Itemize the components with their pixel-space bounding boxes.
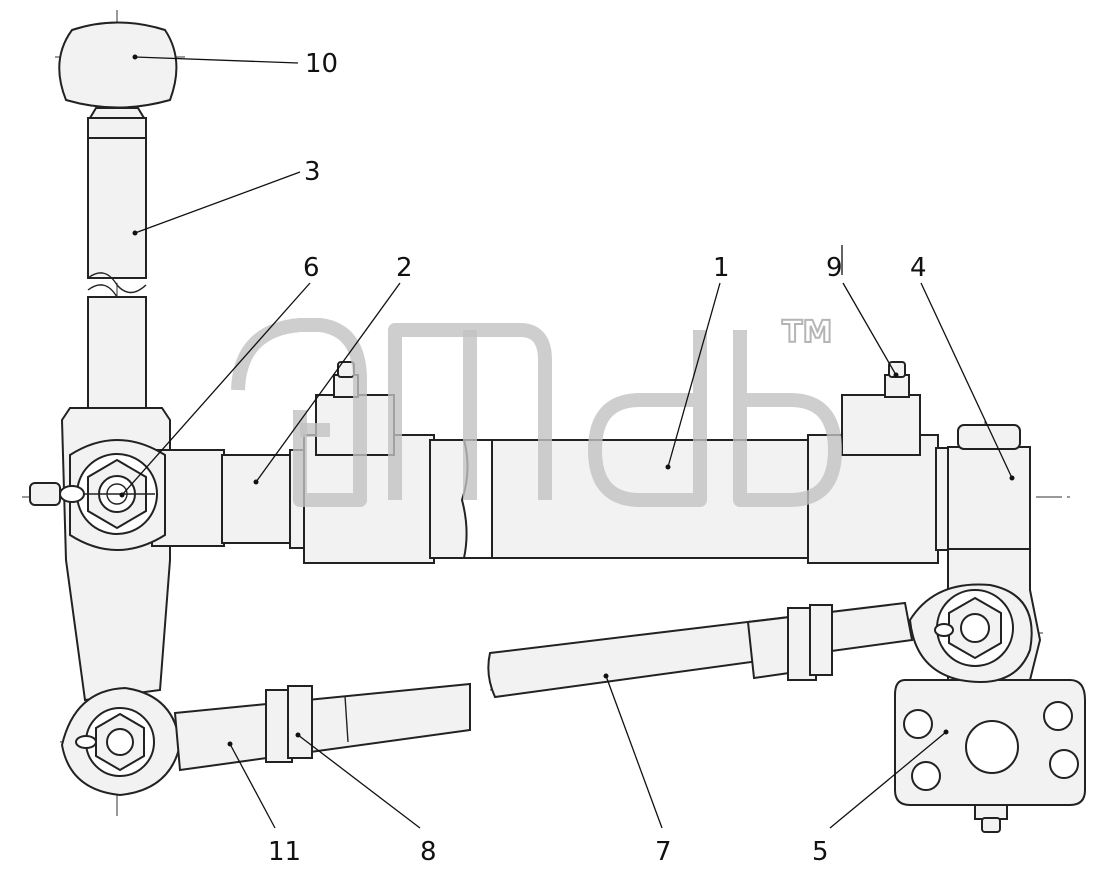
callout-labels: 10 3 6 2 1 9 4 11 8 7 5 [268,49,927,867]
callout-8: 8 [420,837,437,867]
left-tie-rod [173,682,471,772]
lever-rod [87,137,147,410]
leader-lines [119,54,1015,829]
callout-7: 7 [655,837,672,867]
cylinder-rod-end [221,449,307,549]
callout-2: 2 [396,253,413,283]
callout-1: 1 [713,253,730,283]
callout-6: 6 [303,253,320,283]
right-ball-joint [908,583,1033,683]
tie-rod [487,601,914,699]
callout-3: 3 [304,157,321,187]
callout-5: 5 [812,837,829,867]
mounting-plate [894,679,1086,833]
trademark-mark: TM [782,315,832,350]
callout-11: 11 [268,837,301,867]
callout-4: 4 [910,253,927,283]
callout-9: 9 [826,253,843,283]
callout-10: 10 [305,49,338,79]
left-ball-joint [60,686,182,797]
lever-hub [29,407,225,702]
ball-knob [58,21,178,139]
